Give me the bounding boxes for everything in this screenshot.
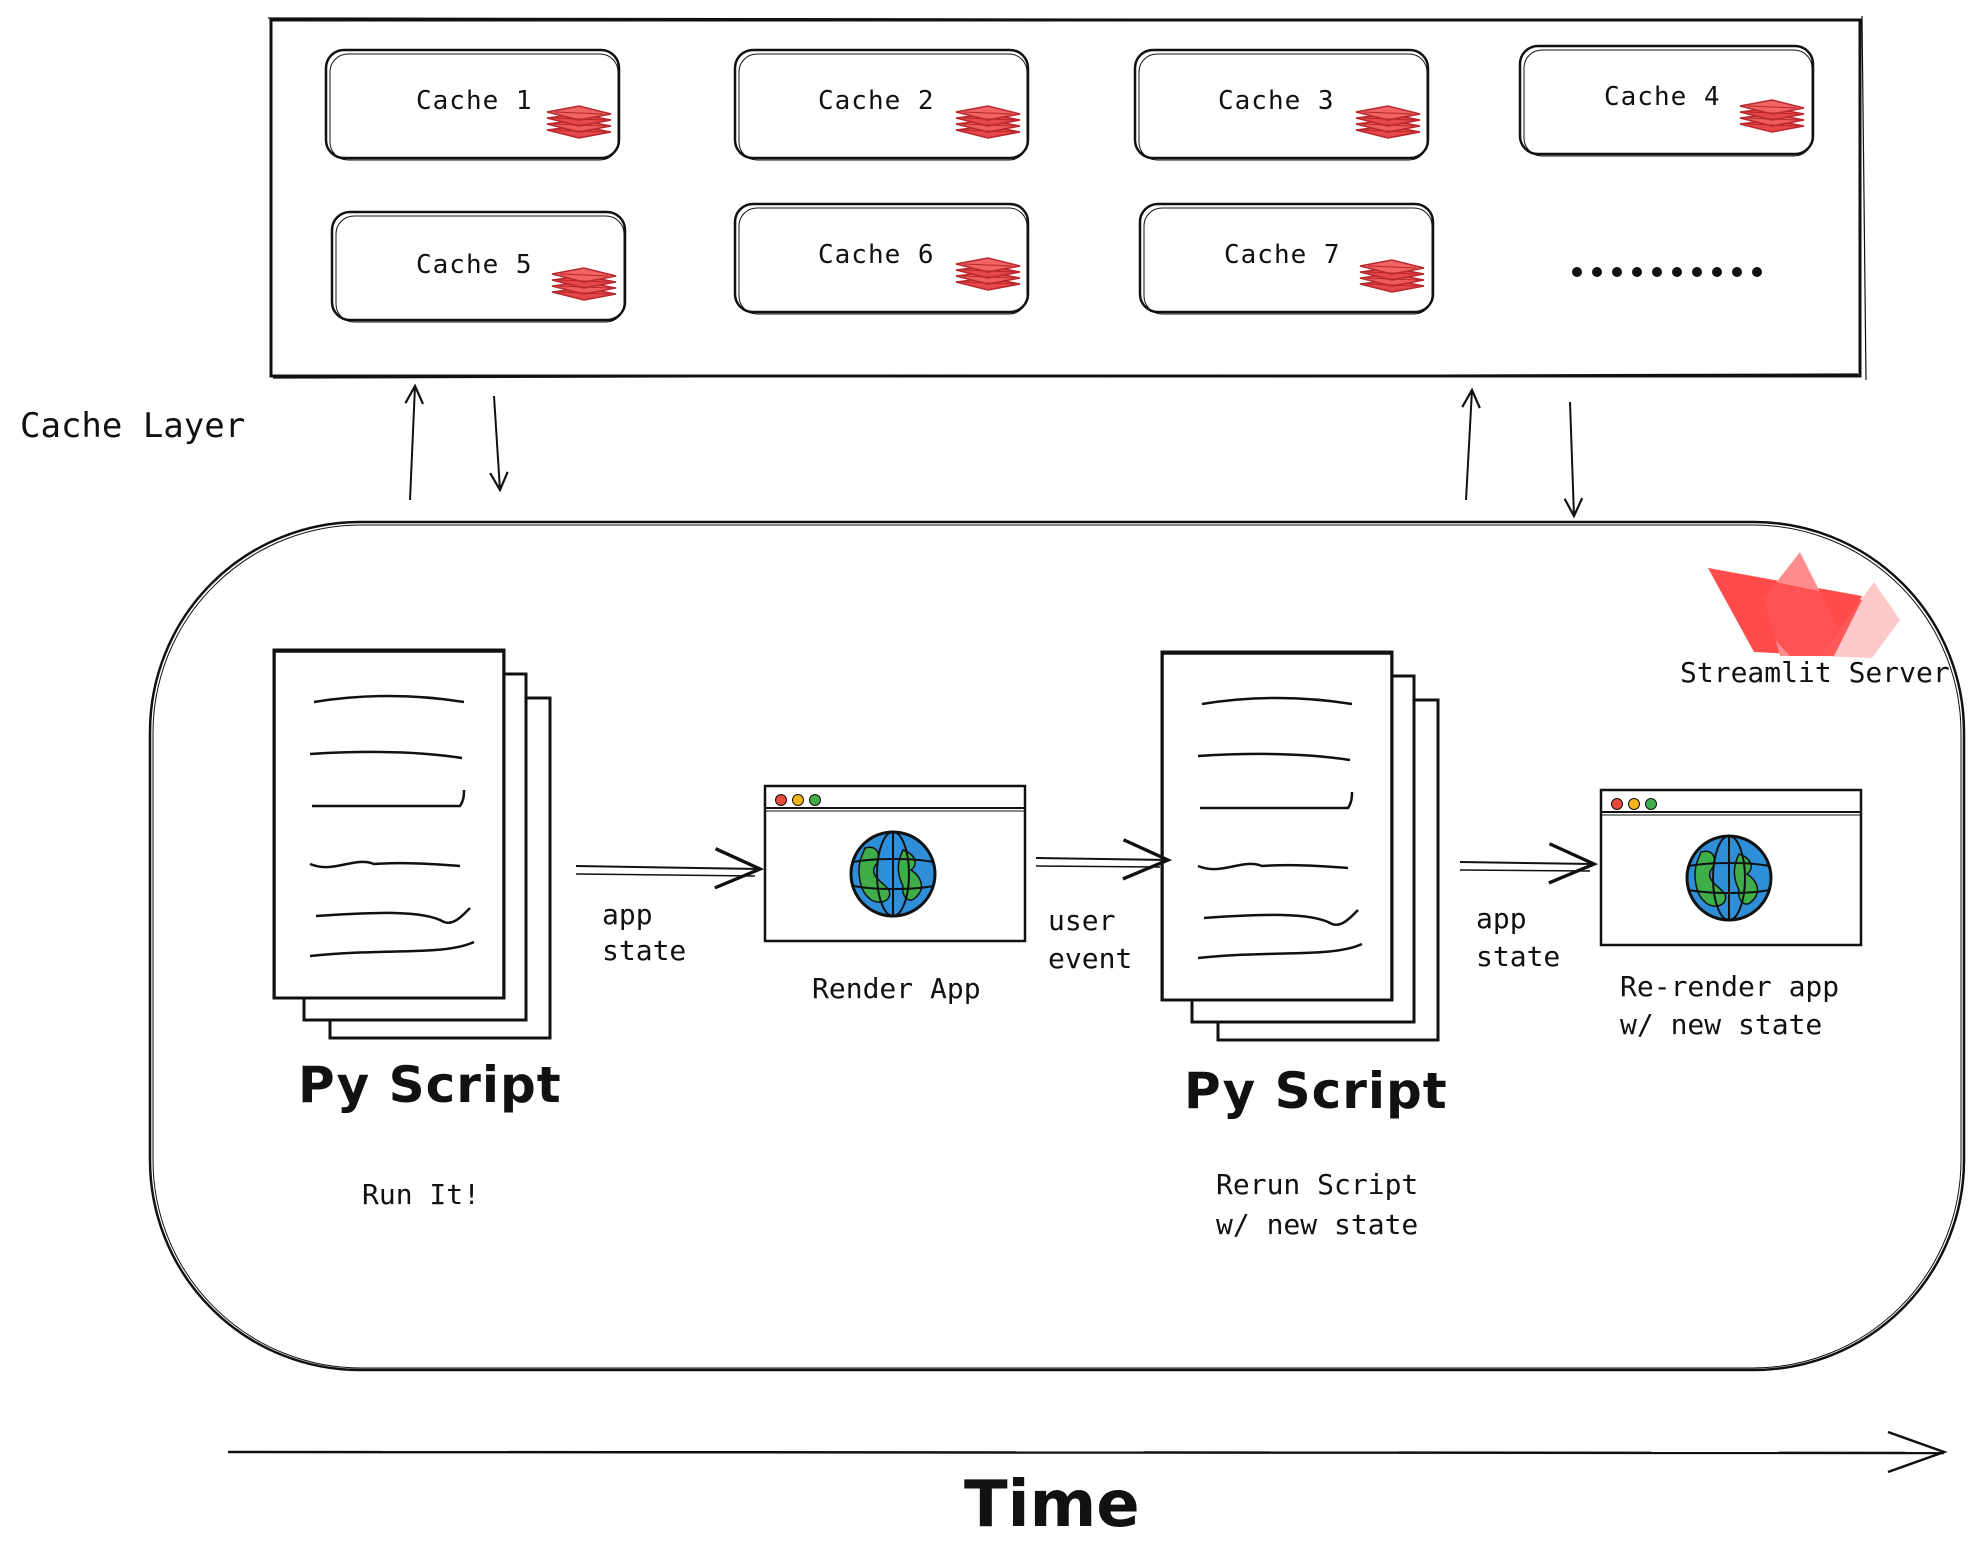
time-arrow [227,1430,1948,1474]
cache-label-2: Cache 2 [818,86,935,116]
more-caches-dots [1572,267,1762,277]
py-script-title-1: Py Script [298,1056,562,1114]
streamlit-server-label: Streamlit Server [1680,656,1950,689]
cache-box-4 [1518,44,1815,157]
rerender-app-caption-line1: Re-render app [1620,970,1840,1003]
py-script-title-2: Py Script [1184,1062,1448,1120]
cache-box-7 [1138,202,1435,315]
cache-label-7: Cache 7 [1224,240,1341,270]
cache-label-5: Cache 5 [416,250,533,280]
cache-box-2 [733,48,1030,161]
user-event-label-line2: event [1048,942,1133,975]
cache-label-4: Cache 4 [1604,82,1721,112]
render-app-browser [763,784,1027,943]
py-script-document-2 [1160,650,1440,1042]
flow-arrows [575,838,1599,890]
cache-label-3: Cache 3 [1218,86,1335,116]
cache-label-6: Cache 6 [818,240,935,270]
rerun-script-caption-line2: w/ new state [1216,1208,1419,1241]
py-script-document-1 [272,648,552,1040]
cache-box-3 [1133,48,1430,161]
cache-box-1 [324,48,621,161]
streamlit-boat-icon [1708,552,1900,658]
cache-layer-label: Cache Layer [20,406,246,446]
cache-label-1: Cache 1 [416,86,533,116]
app-state-label-1-line2: state [602,934,687,967]
app-state-label-1-line1: app [602,898,653,931]
app-state-label-2-line1: app [1476,902,1527,935]
streamlit-server-box [148,520,1966,1372]
cache-server-arrows [410,386,1574,516]
render-app-caption: Render App [812,972,981,1005]
cache-box-6 [733,202,1030,315]
cache-box-5 [330,210,627,323]
user-event-label-line1: user [1048,904,1116,937]
rerun-script-caption-line1: Rerun Script [1216,1168,1419,1201]
rerender-app-caption-line2: w/ new state [1620,1008,1823,1041]
run-it-caption: Run It! [362,1178,481,1211]
app-state-label-2-line2: state [1476,940,1561,973]
rerender-app-browser [1599,788,1863,947]
time-label: Time [964,1468,1140,1542]
